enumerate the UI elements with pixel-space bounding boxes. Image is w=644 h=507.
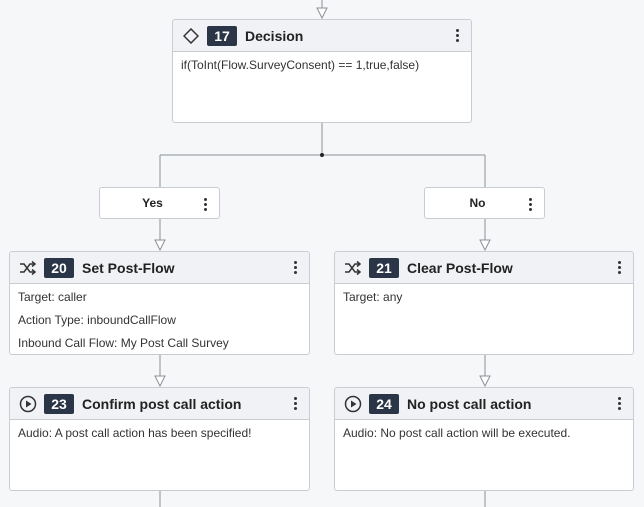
more-options-icon[interactable] [611,393,627,415]
node-detail-line: Audio: No post call action will be execu… [343,426,571,440]
node-detail-line: Target: caller [18,290,87,304]
confirm-action-header[interactable]: 23 Confirm post call action [10,388,309,420]
decision-node[interactable]: 17 Decision if(ToInt(Flow.SurveyConsent)… [172,19,472,123]
no-action-body: Audio: No post call action will be execu… [335,420,633,449]
branch-label: Yes [142,196,163,210]
decision-node-header[interactable]: 17 Decision [173,20,471,52]
node-title: No post call action [407,395,532,412]
no-post-call-action-node[interactable]: 24 No post call action Audio: No post ca… [334,387,634,491]
play-circle-icon [343,394,363,414]
clear-post-flow-node[interactable]: 21 Clear Post-Flow Target: any [334,251,634,355]
node-detail-line: Audio: A post call action has been speci… [18,426,252,440]
node-detail-line: Inbound Call Flow: My Post Call Survey [18,336,229,350]
set-post-flow-body: Target: caller Action Type: inboundCallF… [10,284,309,354]
node-id-badge: 24 [369,393,399,414]
branch-no[interactable]: No [424,187,545,219]
node-id-badge: 20 [44,257,74,278]
node-detail-line: Action Type: inboundCallFlow [18,313,176,327]
node-id-badge: 23 [44,393,74,414]
more-options-icon[interactable] [611,257,627,279]
branch-yes[interactable]: Yes [99,187,220,219]
more-options-icon[interactable] [449,25,465,47]
node-detail-line: Target: any [343,290,403,304]
node-title: Clear Post-Flow [407,259,513,276]
node-title: Decision [245,27,304,44]
decision-body: if(ToInt(Flow.SurveyConsent) == 1,true,f… [173,52,471,81]
node-title: Set Post-Flow [82,259,175,276]
branch-label: No [469,196,486,210]
set-post-flow-node[interactable]: 20 Set Post-Flow Target: caller Action T… [9,251,310,355]
confirm-post-call-action-node[interactable]: 23 Confirm post call action Audio: A pos… [9,387,310,491]
set-post-flow-header[interactable]: 20 Set Post-Flow [10,252,309,284]
diamond-icon [181,26,201,46]
clear-post-flow-body: Target: any [335,284,633,313]
play-circle-icon [18,394,38,414]
shuffle-icon [343,258,363,278]
shuffle-icon [18,258,38,278]
decision-expression: if(ToInt(Flow.SurveyConsent) == 1,true,f… [181,58,420,72]
node-title: Confirm post call action [82,395,242,412]
more-options-icon[interactable] [287,257,303,279]
clear-post-flow-header[interactable]: 21 Clear Post-Flow [335,252,633,284]
more-options-icon[interactable] [522,193,538,215]
confirm-action-body: Audio: A post call action has been speci… [10,420,309,449]
node-id-badge: 17 [207,25,237,46]
more-options-icon[interactable] [287,393,303,415]
node-id-badge: 21 [369,257,399,278]
more-options-icon[interactable] [197,193,213,215]
no-action-header[interactable]: 24 No post call action [335,388,633,420]
